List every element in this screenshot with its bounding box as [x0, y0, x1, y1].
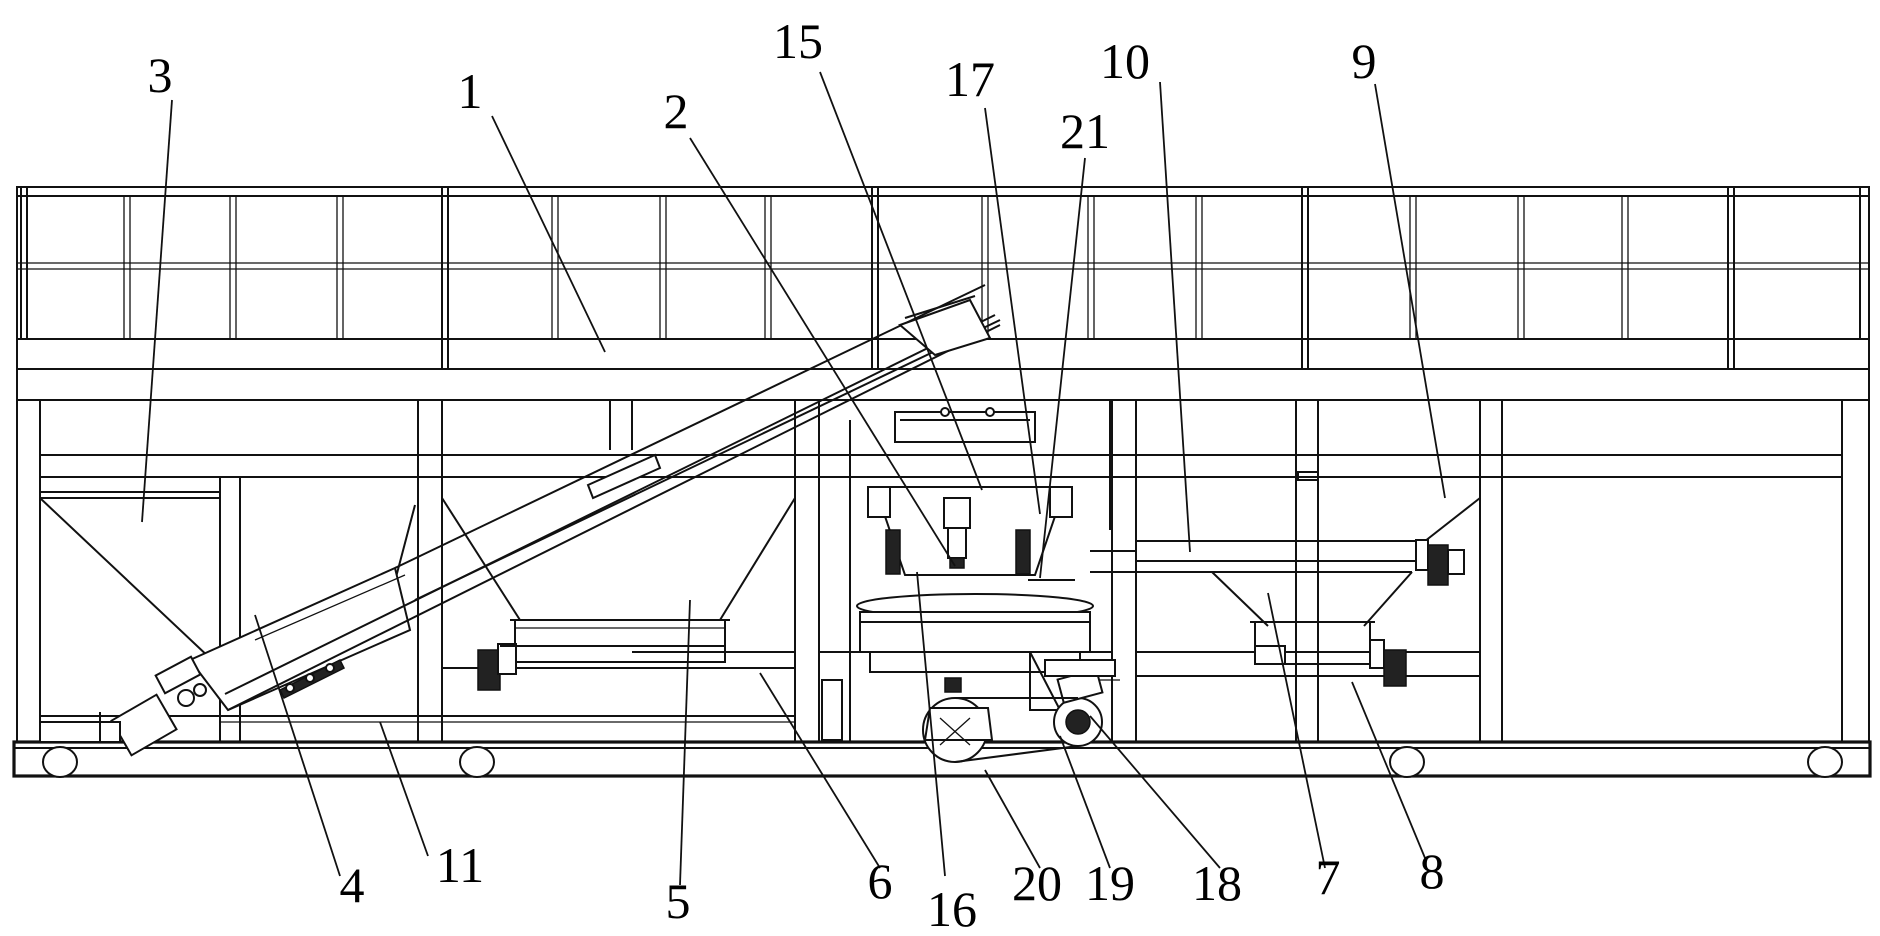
callout-3: 3 — [148, 47, 173, 103]
inclined-screw-conveyor-4 — [39, 284, 1001, 757]
callout-5: 5 — [666, 873, 691, 929]
callout-7: 7 — [1316, 849, 1341, 905]
callout-9: 9 — [1352, 33, 1377, 89]
callout-8: 8 — [1420, 843, 1445, 899]
right-hopper-group — [1090, 471, 1481, 687]
callout-16: 16 — [927, 881, 977, 936]
callout-15: 15 — [773, 13, 823, 69]
callout-20: 20 — [1012, 855, 1062, 911]
callout-21: 21 — [1060, 103, 1110, 159]
callout-4: 4 — [340, 857, 365, 913]
callout-1: 1 — [458, 63, 483, 119]
callout-17: 17 — [945, 51, 995, 107]
callout-labels: 3 1 2 15 17 10 21 9 4 11 5 6 16 20 19 18… — [148, 13, 1445, 936]
callout-11: 11 — [436, 837, 484, 893]
callout-2: 2 — [664, 83, 689, 139]
central-mixer-station — [856, 407, 1120, 763]
callout-19: 19 — [1085, 855, 1135, 911]
callout-10: 10 — [1100, 33, 1150, 89]
callout-18: 18 — [1192, 855, 1242, 911]
callout-6: 6 — [868, 853, 893, 909]
leader-lines — [141, 71, 1446, 886]
hopper-5 — [441, 497, 843, 741]
